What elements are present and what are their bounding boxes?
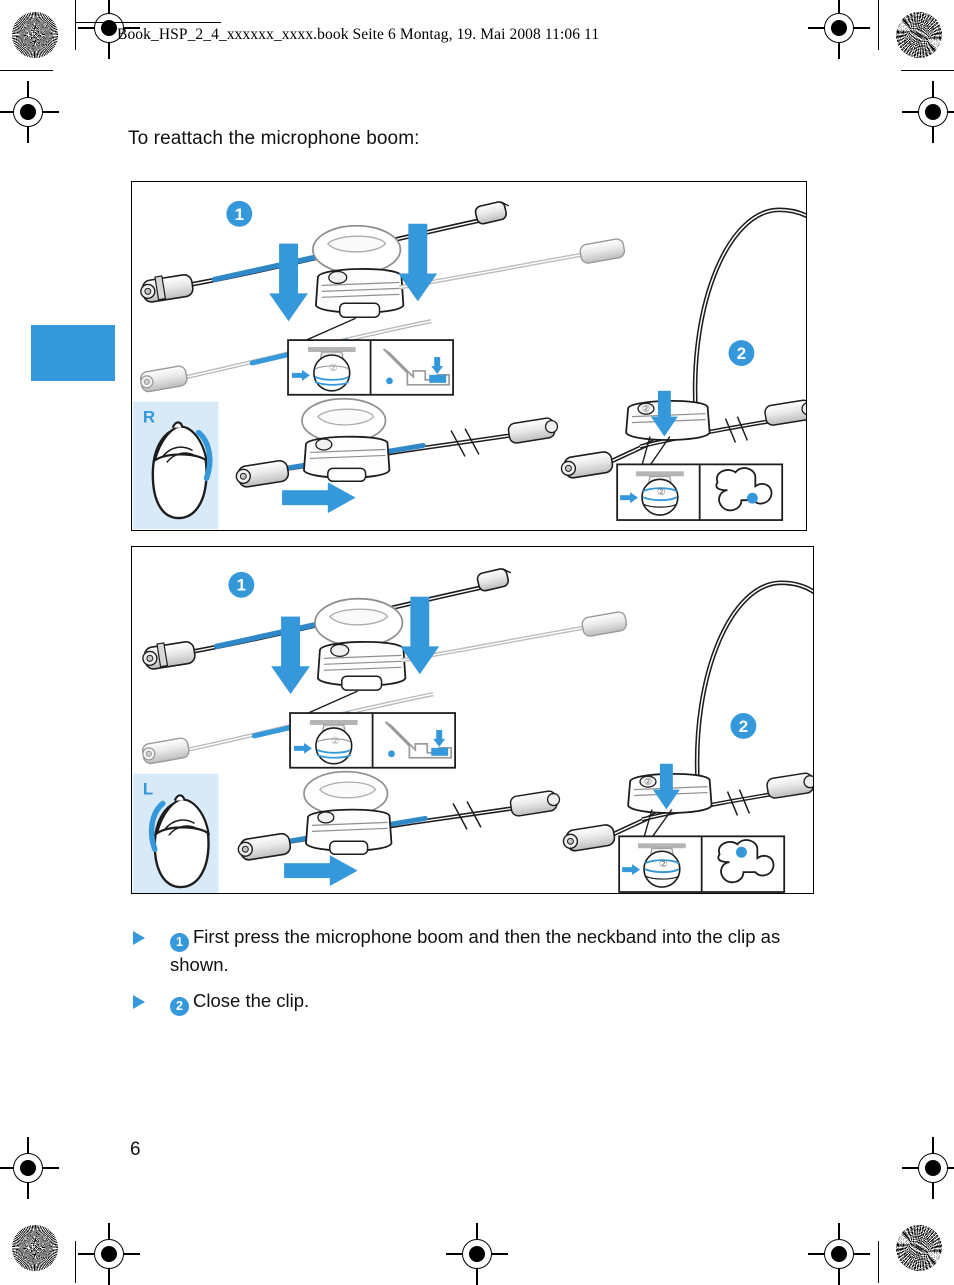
head-orientation-indicator-left: L bbox=[132, 773, 219, 893]
svg-text:②: ② bbox=[657, 487, 666, 498]
registration-target-right-upper bbox=[902, 81, 954, 143]
trim-line-top-right-vertical bbox=[877, 0, 879, 50]
step-badge-1: 1 bbox=[170, 933, 189, 952]
connector-ghost bbox=[139, 365, 188, 393]
press-arrow-left bbox=[271, 616, 310, 695]
slide-arrow bbox=[284, 855, 358, 887]
svg-text:②: ② bbox=[329, 363, 338, 374]
callout-1: 1 bbox=[226, 200, 253, 227]
inset-detail-left: ② bbox=[289, 712, 456, 769]
inset-detail-right: ② bbox=[616, 463, 784, 521]
connector-upper bbox=[140, 274, 194, 303]
svg-text:②: ② bbox=[659, 859, 668, 870]
trim-line-right-horizontal bbox=[901, 70, 954, 72]
page-title: To reattach the microphone boom: bbox=[128, 128, 420, 149]
figure-panel-left: 1 ② bbox=[131, 546, 814, 894]
registration-target-left-lower bbox=[0, 1137, 59, 1199]
registration-target-bottom-right bbox=[808, 1223, 870, 1285]
registration-target-bottom-center bbox=[446, 1223, 508, 1285]
registration-target-top-right bbox=[808, 0, 870, 59]
connector-ghost bbox=[141, 737, 190, 765]
clip-cap bbox=[312, 224, 402, 275]
chapter-index-tab bbox=[31, 325, 115, 381]
callout-1: 1 bbox=[228, 571, 255, 598]
clip-base bbox=[316, 641, 407, 691]
svg-text:②: ② bbox=[642, 404, 650, 414]
instruction-text-1: First press the microphone boom and then… bbox=[170, 926, 781, 975]
head-orientation-indicator-right: R bbox=[132, 401, 219, 530]
press-arrow-right bbox=[400, 596, 440, 675]
trim-line-top-left-vertical bbox=[75, 0, 77, 50]
svg-text:2: 2 bbox=[739, 717, 748, 736]
inset-detail-left: ② bbox=[287, 339, 454, 396]
clip-base bbox=[314, 268, 405, 318]
slide-arrow bbox=[282, 482, 356, 514]
instruction-text-2: Close the clip. bbox=[193, 990, 310, 1011]
microphone-capsule bbox=[474, 201, 510, 225]
trim-line-bottom-left-vertical bbox=[75, 1241, 77, 1283]
figure-right-illustration: 1 ② bbox=[132, 200, 806, 530]
registration-target-left-upper bbox=[0, 81, 59, 143]
inset-detail-right: ② bbox=[618, 835, 786, 893]
registration-target-right-lower bbox=[902, 1137, 954, 1199]
clip-right-assembly: ② bbox=[560, 390, 806, 479]
svg-text:1: 1 bbox=[237, 576, 246, 595]
trim-line-bottom-right-vertical bbox=[877, 1241, 879, 1283]
svg-text:②: ② bbox=[644, 777, 652, 787]
figure-panel-right: 1 ② bbox=[131, 181, 807, 531]
callout-2: 2 bbox=[728, 340, 755, 366]
connector-upper bbox=[142, 641, 196, 670]
bullet-triangle-icon bbox=[133, 931, 145, 945]
registration-target-top-left bbox=[78, 0, 140, 59]
header-rule bbox=[75, 22, 221, 24]
registration-moire-bottom-right bbox=[896, 1225, 942, 1271]
bullet-triangle-icon bbox=[133, 995, 145, 1009]
assembled-clip-view bbox=[237, 770, 561, 887]
press-arrow-left bbox=[269, 243, 308, 322]
registration-moire-top-right bbox=[896, 12, 942, 58]
registration-starburst-top-left bbox=[12, 12, 58, 58]
registration-target-bottom-left bbox=[78, 1223, 140, 1285]
callout-2: 2 bbox=[730, 713, 757, 739]
registration-starburst-bottom-left bbox=[12, 1225, 58, 1271]
page-number: 6 bbox=[130, 1139, 141, 1160]
connector-right-ghost bbox=[579, 238, 626, 264]
microphone-capsule bbox=[476, 568, 512, 592]
figure-left-illustration: 1 ② bbox=[132, 568, 813, 893]
svg-text:R: R bbox=[143, 408, 155, 427]
svg-text:②: ② bbox=[331, 736, 340, 747]
press-arrow-right bbox=[398, 223, 438, 302]
svg-text:1: 1 bbox=[235, 205, 244, 224]
trim-line-left-horizontal bbox=[0, 70, 53, 72]
document-header-line: Book_HSP_2_4_xxxxxx_xxxx.book Seite 6 Mo… bbox=[117, 26, 600, 43]
svg-text:L: L bbox=[143, 780, 153, 799]
assembled-clip-view bbox=[235, 397, 559, 514]
svg-text:2: 2 bbox=[737, 344, 746, 363]
clip-right-assembly: ② bbox=[562, 763, 813, 852]
step-badge-2: 2 bbox=[170, 997, 189, 1016]
clip-cap bbox=[314, 597, 404, 648]
